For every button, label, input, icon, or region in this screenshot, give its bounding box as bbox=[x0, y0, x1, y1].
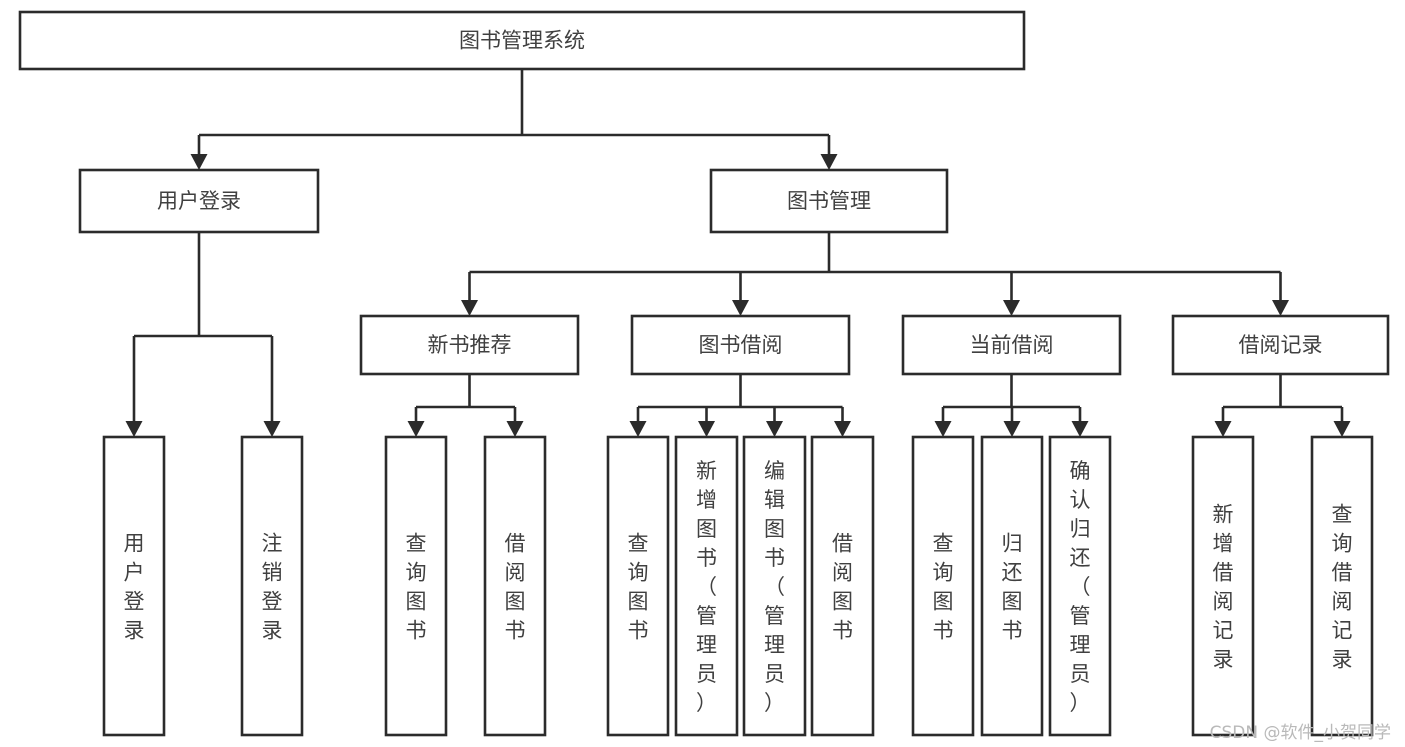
leaf-label: 归还图书 bbox=[1002, 532, 1023, 643]
node-leaf-leaf-return-book[interactable]: 归还图书 bbox=[980, 435, 1044, 737]
leaf-label: 查询图书 bbox=[406, 532, 427, 643]
arrow-head-icon bbox=[407, 421, 425, 437]
node-leaf-leaf-borrow-book[interactable]: 借阅图书 bbox=[810, 435, 875, 737]
node-level2-user-login[interactable]: 用户登录 bbox=[78, 168, 320, 234]
arrow-head-icon bbox=[461, 300, 478, 316]
node-label: 图书借阅 bbox=[699, 333, 783, 357]
leaf-label: 用户登录 bbox=[124, 532, 145, 643]
arrow-head-icon bbox=[190, 154, 208, 170]
node-layer: 图书管理系统用户登录图书管理新书推荐图书借阅当前借阅借阅记录用户登录注销登录查询… bbox=[18, 10, 1390, 737]
arrow-head-icon bbox=[766, 421, 783, 437]
arrow-head-icon bbox=[698, 421, 715, 437]
leaf-label: 确认归还（管理员） bbox=[1070, 459, 1091, 715]
leaf-label: 借阅图书 bbox=[832, 532, 853, 643]
arrow-head-icon bbox=[820, 154, 838, 170]
arrow-head-icon bbox=[934, 421, 952, 437]
node-label: 用户登录 bbox=[157, 189, 241, 213]
arrow-head-icon bbox=[263, 421, 281, 437]
leaf-label: 新增借阅记录 bbox=[1213, 503, 1234, 672]
node-level3-current-borrow[interactable]: 当前借阅 bbox=[901, 314, 1122, 376]
leaf-label: 新增图书（管理员） bbox=[696, 459, 717, 715]
node-level3-book-borrow[interactable]: 图书借阅 bbox=[630, 314, 851, 376]
arrow-head-icon bbox=[1003, 421, 1021, 437]
leaf-label: 编辑图书（管理员） bbox=[764, 459, 785, 715]
node-leaf-leaf-query-book-current[interactable]: 查询图书 bbox=[911, 435, 975, 737]
node-label: 图书管理 bbox=[787, 189, 871, 213]
node-level2-book-management[interactable]: 图书管理 bbox=[709, 168, 949, 234]
arrow-head-icon bbox=[1333, 421, 1351, 437]
arrow-head-icon bbox=[506, 421, 524, 437]
leaf-label: 查询图书 bbox=[933, 532, 954, 643]
node-leaf-leaf-borrow-book-recommend[interactable]: 借阅图书 bbox=[483, 435, 547, 737]
leaf-label: 查询图书 bbox=[628, 532, 649, 643]
node-leaf-leaf-add-borrow-record[interactable]: 新增借阅记录 bbox=[1191, 435, 1255, 737]
arrow-head-icon bbox=[834, 421, 851, 437]
leaf-label: 查询借阅记录 bbox=[1332, 503, 1353, 672]
node-label: 借阅记录 bbox=[1239, 333, 1323, 357]
arrow-head-icon bbox=[1272, 300, 1289, 316]
node-leaf-leaf-user-login[interactable]: 用户登录 bbox=[102, 435, 166, 737]
node-label: 当前借阅 bbox=[970, 333, 1054, 357]
node-leaf-leaf-query-borrow-record[interactable]: 查询借阅记录 bbox=[1310, 435, 1374, 737]
arrow-head-icon bbox=[629, 421, 647, 437]
node-level3-new-book-recommend[interactable]: 新书推荐 bbox=[359, 314, 580, 376]
node-leaf-leaf-query-book-recommend[interactable]: 查询图书 bbox=[384, 435, 448, 737]
arrow-head-icon bbox=[732, 300, 749, 316]
leaf-label: 注销登录 bbox=[262, 532, 283, 643]
leaf-label: 借阅图书 bbox=[505, 532, 526, 643]
node-label: 新书推荐 bbox=[428, 333, 512, 357]
csdn-watermark: CSDN @软件_小贺同学 bbox=[1209, 723, 1391, 743]
arrow-head-icon bbox=[1214, 421, 1232, 437]
arrow-head-icon bbox=[1071, 421, 1089, 437]
node-leaf-leaf-edit-book[interactable]: 编辑图书（管理员） bbox=[742, 435, 807, 737]
arrow-head-icon bbox=[1003, 300, 1020, 316]
node-leaf-leaf-add-book[interactable]: 新增图书（管理员） bbox=[674, 435, 739, 737]
node-root-root[interactable]: 图书管理系统 bbox=[18, 10, 1026, 71]
node-leaf-leaf-confirm-return[interactable]: 确认归还（管理员） bbox=[1048, 435, 1112, 737]
connector-layer bbox=[125, 69, 1351, 437]
node-leaf-leaf-query-book[interactable]: 查询图书 bbox=[606, 435, 670, 737]
arrow-head-icon bbox=[125, 421, 143, 437]
node-leaf-leaf-logout[interactable]: 注销登录 bbox=[240, 435, 304, 737]
node-level3-borrow-record[interactable]: 借阅记录 bbox=[1171, 314, 1390, 376]
node-label: 图书管理系统 bbox=[459, 29, 585, 53]
